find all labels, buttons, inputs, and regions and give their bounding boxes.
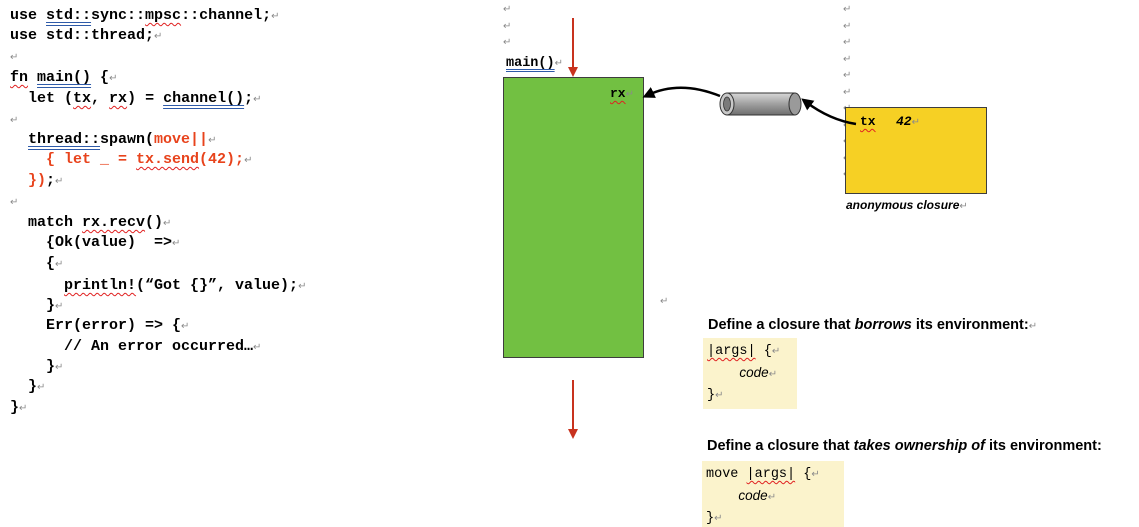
code-token: use	[10, 7, 47, 24]
code-line: }↵	[10, 398, 27, 419]
paragraph-mark: ↵	[154, 31, 163, 42]
code-token: ::channel;	[181, 7, 272, 24]
main-thread-label: main()↵	[506, 56, 563, 71]
code-token: sync::	[91, 7, 146, 24]
code-token: channel()	[163, 90, 245, 107]
code-line: });↵	[10, 171, 63, 192]
code-line: }↵	[10, 296, 63, 317]
code-line: thread::spawn(move||↵	[10, 130, 216, 151]
code-token: Err(error) => {	[10, 317, 182, 334]
paragraph-mark: ↵	[55, 362, 64, 373]
code-token: thread::	[28, 131, 101, 148]
code-token: {	[91, 69, 110, 86]
code-line: Err(error) => {↵	[10, 316, 189, 337]
code-token: }	[10, 297, 56, 314]
code-token: })	[28, 172, 47, 189]
borrow-heading: Define a closure that borrows its enviro…	[708, 317, 1038, 333]
paragraph-mark: ↵	[55, 259, 64, 270]
code-line: ↵	[10, 110, 18, 131]
code-line: use std::thread;↵	[10, 26, 162, 47]
code-token: tx.send	[136, 151, 200, 168]
paragraph-mark: ↵	[271, 11, 280, 22]
closure-box	[845, 107, 987, 194]
rx-label: rx↵	[610, 86, 634, 101]
code-token: std::	[46, 7, 92, 24]
code-token: (42);	[199, 151, 245, 168]
code-line: use std::sync::mpsc::channel;↵	[10, 6, 279, 27]
paragraph-mark: ↵	[163, 218, 172, 229]
code-token: move||	[154, 131, 209, 148]
channel-pipe	[719, 92, 802, 116]
code-token: mpsc	[145, 7, 182, 24]
code-token: match	[10, 214, 83, 231]
code-token: rx.recv	[82, 214, 146, 231]
code-token: {Ok(value) =>	[10, 234, 173, 251]
paragraph-mark: ↵	[172, 238, 181, 249]
borrow-snippet: |args| {↵ code↵ }↵	[703, 338, 797, 409]
code-token: }	[10, 378, 38, 395]
paragraph-mark: ↵	[10, 115, 19, 126]
code-token: }	[10, 399, 20, 416]
tx-label: tx	[860, 114, 876, 129]
paragraph-mark: ↵	[55, 176, 64, 187]
code-token: {	[10, 255, 56, 272]
paragraph-mark: ↵	[55, 301, 64, 312]
closure-caption: anonymous closure↵	[846, 198, 968, 212]
arrow-pipe-to-rx	[642, 86, 721, 98]
paragraph-mark: ↵	[208, 135, 217, 146]
code-line: {Ok(value) =>↵	[10, 233, 180, 254]
code-line: println!(“Got {}”, value);↵	[10, 276, 306, 297]
ownership-heading: Define a closure that takes ownership of…	[707, 438, 1102, 454]
paragraph-mark: ↵	[253, 94, 262, 105]
paragraph-marks-left: ↵↵↵	[503, 4, 512, 48]
code-line: }↵	[10, 357, 63, 378]
code-token: rx	[109, 90, 128, 107]
code-token: main()	[37, 69, 92, 86]
code-token: spawn(	[100, 131, 155, 148]
paragraph-mark: ↵	[37, 382, 46, 393]
code-token: // An error occurred…	[10, 338, 254, 355]
paragraph-mark: ↵	[298, 281, 307, 292]
paragraph-mark: ↵	[109, 73, 118, 84]
code-token: { let _ =	[46, 151, 137, 168]
code-token: use std::thread;	[10, 27, 155, 44]
paragraph-mark: ↵	[10, 52, 19, 63]
sent-value-label: 42↵	[896, 114, 920, 129]
paragraph-mark: ↵	[10, 197, 19, 208]
code-line: let (tx, rx) = channel();↵	[10, 89, 262, 110]
code-token: ;	[244, 90, 254, 107]
main-thread-box	[503, 77, 644, 358]
code-token: ,	[91, 90, 110, 107]
code-token: println!	[64, 277, 137, 294]
paragraph-mark: ↵	[19, 403, 28, 414]
code-line: { let _ = tx.send(42);↵	[10, 150, 252, 171]
code-line: match rx.recv()↵	[10, 213, 171, 234]
code-token: (“Got {}”, value);	[136, 277, 299, 294]
code-token: tx	[73, 90, 92, 107]
code-token: ()	[145, 214, 164, 231]
code-line: ↵	[10, 192, 18, 213]
paragraph-mark: ↵	[660, 296, 669, 307]
code-line: }↵	[10, 377, 45, 398]
code-line: ↵	[10, 47, 18, 68]
code-line: // An error occurred…↵	[10, 337, 261, 358]
paragraph-mark: ↵	[253, 342, 262, 353]
code-line: fn main() {↵	[10, 68, 117, 89]
code-token: ) =	[127, 90, 164, 107]
arrow-tx-to-pipe	[801, 98, 857, 126]
code-token: fn	[10, 69, 29, 86]
ownership-snippet: move |args| {↵ code↵ }↵	[702, 461, 844, 527]
code-token: let (	[10, 90, 74, 107]
code-token: ;	[46, 172, 56, 189]
paragraph-mark: ↵	[244, 155, 253, 166]
code-line: {↵	[10, 254, 63, 275]
code-token: }	[10, 358, 56, 375]
paragraph-mark: ↵	[181, 321, 190, 332]
